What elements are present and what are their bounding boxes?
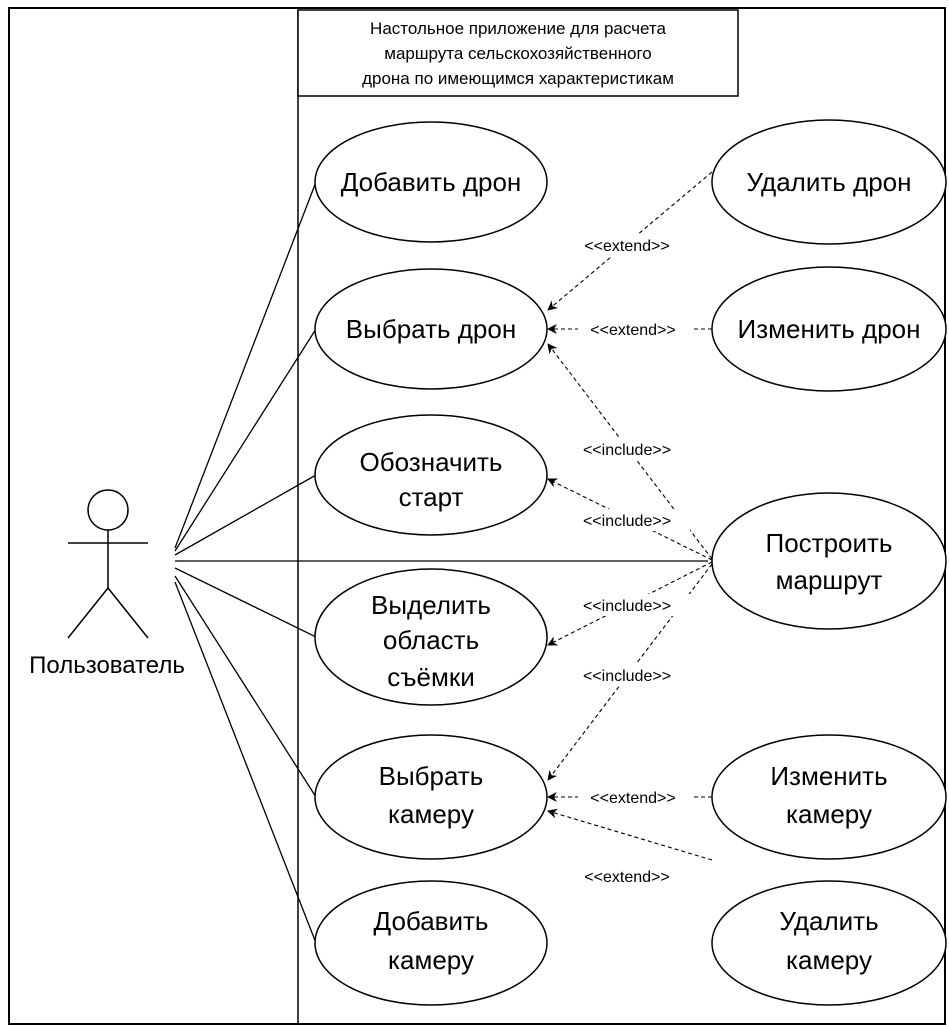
associations	[174, 181, 708, 944]
label-include-select-camera: <<include>>	[583, 668, 671, 685]
use-case-label: старт	[399, 482, 464, 512]
use-case-delete-drone[interactable]: Удалить дрон	[711, 119, 947, 245]
use-case-select-area[interactable]: Выделить область съёмки	[314, 568, 548, 706]
use-case-label: камеру	[786, 799, 872, 829]
use-case-label: Построить	[766, 528, 893, 558]
use-case-label: Удалить дрон	[747, 167, 912, 197]
label-bg	[566, 664, 690, 686]
label-bg	[578, 786, 692, 808]
use-case-ellipse	[314, 880, 548, 1006]
use-case-label: Изменить	[770, 761, 887, 791]
use-case-ellipse	[314, 734, 548, 860]
use-case-label: камеру	[786, 945, 872, 975]
use-case-add-drone[interactable]: Добавить дрон	[314, 121, 548, 243]
use-case-ellipse	[314, 268, 548, 390]
use-case-select-camera[interactable]: Выбрать камеру	[314, 734, 548, 860]
actor-right-leg	[107, 587, 149, 639]
diagram-frame	[8, 7, 946, 1025]
actor-label: Пользователь	[29, 652, 185, 679]
use-case-ellipse	[314, 414, 548, 536]
use-case-label: Добавить	[374, 906, 489, 936]
label-extend-edit-camera: <<extend>>	[590, 790, 675, 807]
extend-delete-camera	[547, 808, 713, 861]
use-case-label: Выделить	[371, 590, 491, 620]
use-case-edit-drone[interactable]: Изменить дрон	[711, 266, 947, 392]
use-case-delete-camera[interactable]: Удалить камеру	[711, 880, 947, 1006]
association-select-camera	[174, 575, 317, 798]
label-extend-delete-camera: <<extend>>	[584, 869, 669, 886]
use-case-edit-camera[interactable]: Изменить камеру	[711, 734, 947, 860]
use-case-mark-start[interactable]: Обозначить старт	[314, 414, 548, 536]
use-case-select-drone[interactable]: Выбрать дрон	[314, 268, 548, 390]
use-case-label: Удалить	[779, 906, 878, 936]
use-case-label: камеру	[388, 945, 474, 975]
use-case-ellipse	[314, 568, 548, 706]
association-select-drone	[174, 328, 317, 552]
use-case-ellipse	[711, 734, 947, 860]
use-case-label: область	[383, 625, 479, 655]
use-case-add-camera[interactable]: Добавить камеру	[314, 880, 548, 1006]
label-extend-edit-drone: <<extend>>	[590, 322, 675, 339]
label-include-select-area: <<include>>	[583, 598, 671, 615]
system-title-box	[297, 9, 739, 97]
label-include-mark-start: <<include>>	[583, 513, 671, 530]
use-case-build-route[interactable]: Построить маршрут	[711, 492, 947, 630]
use-case-ellipse	[711, 492, 947, 630]
association-select-area	[174, 567, 317, 638]
label-bg	[566, 865, 690, 887]
use-case-ellipse	[711, 119, 947, 245]
use-case-label: Обозначить	[360, 447, 503, 477]
use-case-label: Изменить дрон	[738, 314, 921, 344]
use-case-label: съёмки	[387, 662, 474, 692]
system-title-line-2: маршрута сельскохозяйственного	[384, 44, 652, 63]
use-case-ellipse	[711, 266, 947, 392]
use-case-label: маршрут	[776, 565, 883, 595]
actor-left-leg	[67, 587, 109, 639]
use-case-label: Добавить дрон	[341, 167, 522, 197]
label-extend-delete-drone: <<extend>>	[584, 238, 669, 255]
label-bg	[566, 234, 690, 256]
system-title-line-1: Настольное приложение для расчета	[370, 19, 666, 38]
use-case-ellipse	[314, 121, 548, 243]
use-case-label: Выбрать	[379, 761, 484, 791]
association-add-drone	[174, 181, 317, 549]
label-bg	[566, 509, 690, 531]
label-bg	[566, 594, 690, 616]
association-add-camera	[174, 581, 317, 944]
actor-head	[87, 489, 129, 531]
use-case-ellipse	[711, 880, 947, 1006]
label-include-select-drone: <<include>>	[583, 442, 671, 459]
use-case-label: камеру	[388, 799, 474, 829]
label-bg	[578, 318, 692, 340]
system-title-line-3: дрона по имеющимся характеристикам	[362, 69, 674, 88]
relation-labels: <<extend>> <<extend>> <<include>> <<incl…	[566, 234, 692, 887]
actor-user[interactable]	[67, 489, 149, 639]
use-case-label: Выбрать дрон	[346, 314, 516, 344]
label-bg	[566, 438, 690, 460]
association-mark-start	[174, 474, 317, 556]
